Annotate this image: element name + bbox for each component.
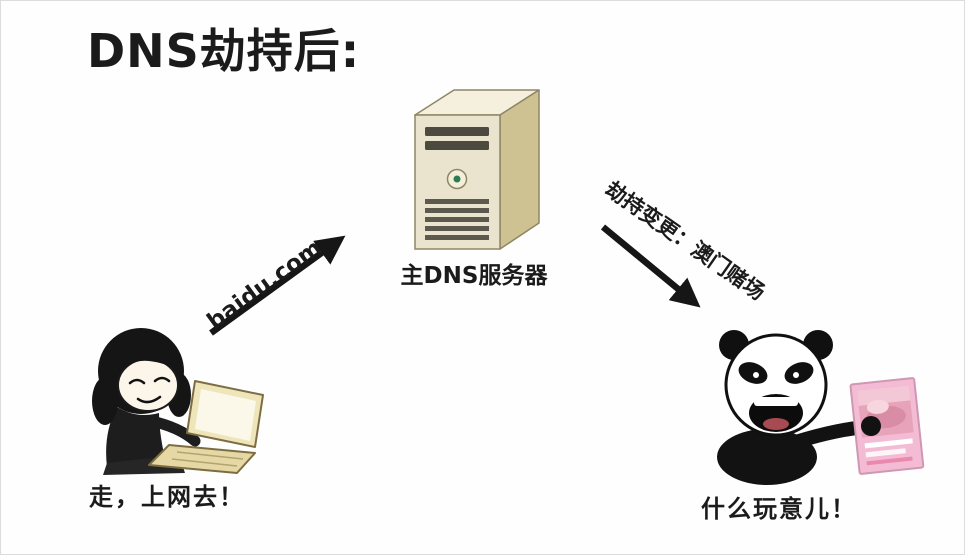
panda-tongue: [763, 418, 789, 430]
arrow-up-right-icon: [209, 235, 346, 336]
panda-eye-patch: [738, 362, 768, 384]
page-title: DNS劫持后:: [87, 24, 361, 78]
magazine-photo-blur: [866, 399, 889, 414]
dns-server-label: 主DNS服务器: [400, 263, 548, 289]
panda-hand: [861, 416, 881, 436]
magazine-text-line: [864, 438, 913, 449]
panda-face-meme-icon: [717, 330, 925, 485]
arrow-down-right-icon: [600, 224, 701, 308]
server-side-face: [499, 89, 540, 250]
panda-pupil: [753, 372, 759, 378]
server-tower-icon: [414, 89, 540, 250]
server-vent-slot: [425, 127, 489, 136]
laptop-base: [148, 444, 256, 474]
girl-fringe: [119, 346, 177, 373]
magazine-photo-blur: [857, 385, 911, 406]
magazine-text-line: [866, 456, 913, 466]
girl-smile: [136, 395, 162, 404]
result-caption: 什么玩意儿！: [701, 495, 857, 523]
laptop-keyboard: [171, 451, 244, 467]
panda-pupil: [793, 372, 799, 378]
panda-body: [717, 429, 817, 485]
girl-eye: [153, 376, 171, 383]
user-caption: 走，上网去！: [89, 483, 245, 511]
power-led: [453, 175, 461, 183]
server-grille: [425, 199, 489, 240]
laptop-display: [195, 389, 256, 441]
panda-eye-patch: [784, 362, 814, 384]
girl-eye: [128, 378, 146, 385]
server-vent-slot: [425, 141, 489, 150]
girl-arm: [145, 415, 201, 447]
magazine-text-line: [865, 448, 906, 458]
panda-teeth: [754, 397, 798, 406]
girl-with-laptop-meme-icon: [92, 328, 264, 475]
magazine: [849, 377, 925, 475]
